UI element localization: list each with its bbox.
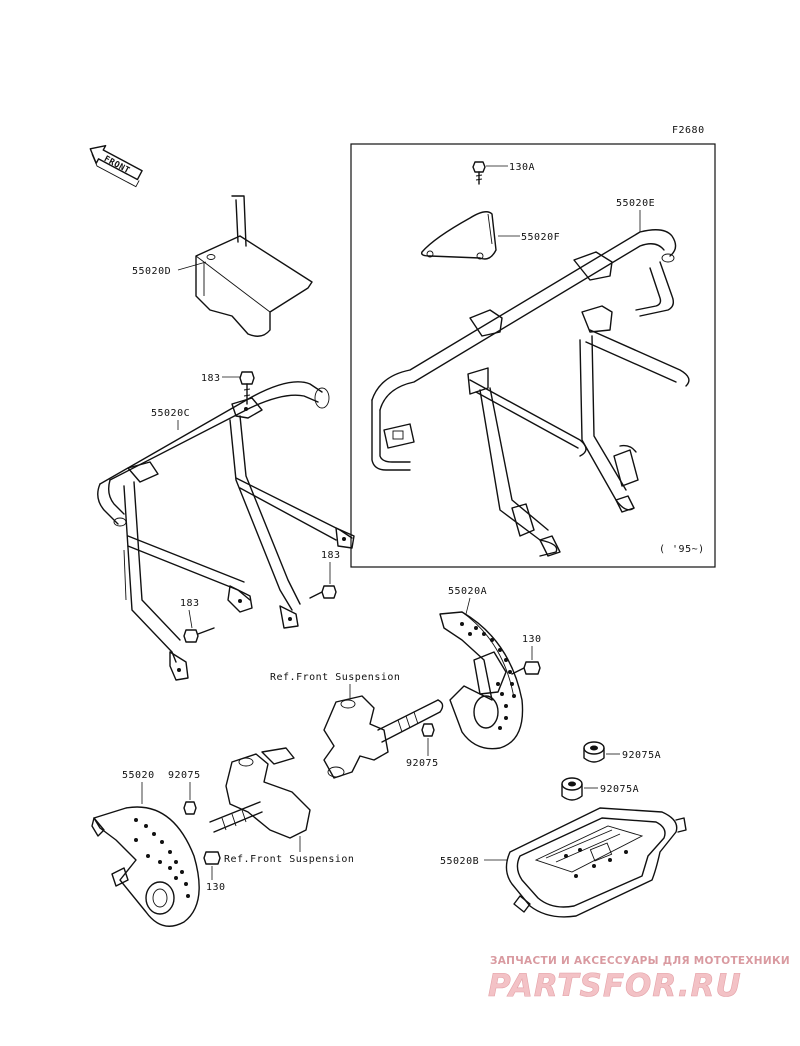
wire-bracket-55020f [420,211,497,260]
label-55020f: 55020F [521,232,560,243]
watermark-brand: PARTSFOR.RU [488,968,742,1004]
bolt-130-right-icon [511,661,541,675]
label-130a: 130A [509,162,535,173]
label-55020c: 55020C [151,408,190,419]
label-183-top: 183 [201,373,221,384]
bushing-92075a-top-icon [583,741,605,763]
label-130-right: 130 [522,634,542,645]
rack-55020c [97,381,355,681]
rack-55020e [371,229,690,557]
knuckle-left-icon [209,747,311,839]
knuckle-right-icon [323,695,444,779]
front-arrow-icon: FRONT [89,144,143,188]
skid-plate-55020b [505,807,687,918]
bolt-130-left-icon [203,851,221,865]
bolt-183-low-icon [183,627,215,643]
label-183-mid: 183 [321,550,341,561]
label-55020b: 55020B [440,856,479,867]
label-92075a-top: 92075A [622,750,661,761]
label-55020e: 55020E [616,198,655,209]
disc-guard-55020a [439,611,524,750]
label-55020a: 55020A [448,586,487,597]
year-note: ( '95~) [659,544,705,555]
label-55020d: 55020D [132,266,171,277]
label-55020: 55020 [122,770,155,781]
label-183-low: 183 [180,598,200,609]
label-92075-mid: 92075 [406,758,439,769]
figure-code: F2680 [672,125,705,136]
cover-plate-55020d [195,195,313,337]
disc-guard-55020 [91,806,200,927]
watermark-tagline: ЗАПЧАСТИ И АКСЕССУАРЫ ДЛЯ МОТОТЕХНИКИ [490,955,790,967]
variant-inset-frame [350,143,716,568]
bushing-92075a-low-icon [561,777,583,801]
ref-front-suspension-2: Ref.Front Suspension [224,854,354,865]
label-130-left: 130 [206,882,226,893]
bolt-92075-mid-icon [421,723,435,737]
ref-front-suspension-1: Ref.Front Suspension [270,672,400,683]
bolt-183-mid-icon [309,585,337,599]
label-92075-left: 92075 [168,770,201,781]
bolt-183-top-icon [239,371,255,405]
bolt-92075-left-icon [183,801,197,815]
bolt-130a-icon [472,161,486,185]
label-92075a-low: 92075A [600,784,639,795]
